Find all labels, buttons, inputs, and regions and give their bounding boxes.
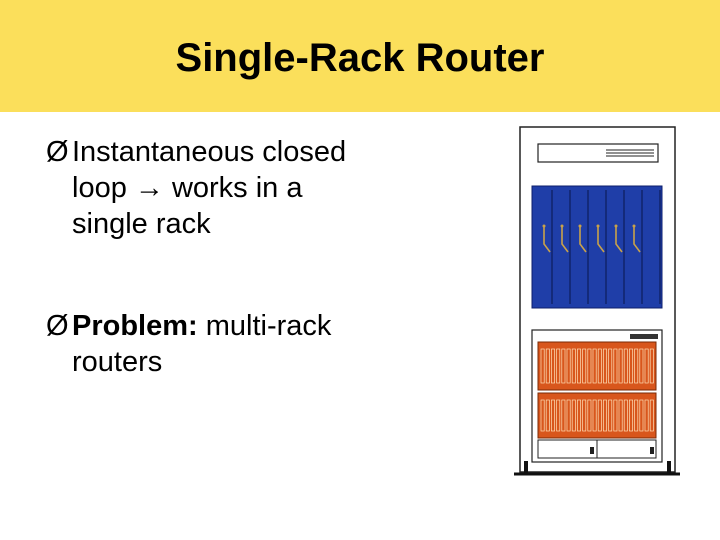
line-card-cable xyxy=(543,226,551,253)
port-module xyxy=(639,399,644,432)
port-module xyxy=(644,399,649,432)
power-switch xyxy=(650,447,654,454)
port-module xyxy=(597,348,602,384)
port-module xyxy=(587,399,592,432)
power-switch xyxy=(590,447,594,454)
port-module xyxy=(618,348,623,384)
port-module xyxy=(608,348,613,384)
line-card-chassis xyxy=(531,185,663,309)
line-card-led xyxy=(614,224,618,228)
rack-top-panel xyxy=(537,143,659,163)
port-module xyxy=(545,348,550,384)
line-card-led xyxy=(632,224,636,228)
bullet-line: loop → works in a xyxy=(72,172,303,204)
bullet-line: single rack xyxy=(72,208,211,240)
line-card-led xyxy=(542,224,546,228)
bullet-text: Instantaneous closed loop → works in a s… xyxy=(72,134,346,242)
port-module xyxy=(618,399,623,432)
port-module xyxy=(634,399,639,432)
port-panel-upper xyxy=(537,341,657,391)
bullet-line: Instantaneous closed xyxy=(72,136,347,168)
line-card-cable xyxy=(633,226,641,253)
bullet-line: routers xyxy=(72,346,163,378)
line-card-led xyxy=(596,224,600,228)
line-card-led xyxy=(560,224,564,228)
bullet-text: Problem: multi-rack routers xyxy=(72,308,331,380)
bullet-arrow-icon: Ø xyxy=(46,136,69,168)
port-chassis-handle xyxy=(630,334,658,339)
rack-foot-right xyxy=(667,461,671,473)
port-module xyxy=(577,399,581,432)
port-module xyxy=(551,399,555,432)
port-module xyxy=(623,399,628,432)
slide-title: Single-Rack Router xyxy=(175,36,545,80)
port-module xyxy=(592,348,597,384)
bullet-line-rest: multi-rack xyxy=(197,310,332,342)
bullet-line: Problem: multi-rack xyxy=(72,308,331,344)
port-module xyxy=(571,348,576,384)
port-module xyxy=(551,348,555,384)
port-module xyxy=(649,399,654,432)
bullet-arrow-icon: Ø xyxy=(46,310,69,342)
port-modules xyxy=(540,348,654,432)
port-module xyxy=(566,399,571,432)
port-module xyxy=(571,399,576,432)
port-module xyxy=(644,348,649,384)
port-panel-lower xyxy=(537,392,657,439)
port-module xyxy=(582,348,587,384)
port-module xyxy=(639,348,644,384)
port-module xyxy=(582,399,587,432)
router-rack-illustration xyxy=(514,126,680,476)
port-module xyxy=(592,399,597,432)
port-module xyxy=(561,348,566,384)
port-module xyxy=(603,348,607,384)
port-module xyxy=(629,348,633,384)
line-card-slots xyxy=(542,190,661,304)
port-module xyxy=(629,399,633,432)
line-card-led xyxy=(578,224,582,228)
line-card-cable xyxy=(579,226,587,253)
port-module xyxy=(577,348,581,384)
title-band xyxy=(0,0,720,112)
bullet-bold-prefix: Problem: xyxy=(72,310,198,342)
port-module xyxy=(540,399,545,432)
port-module xyxy=(634,348,639,384)
port-module xyxy=(545,399,550,432)
line-card-cable xyxy=(597,226,605,253)
port-module xyxy=(556,348,561,384)
port-module xyxy=(649,348,654,384)
port-module xyxy=(566,348,571,384)
port-module xyxy=(613,348,618,384)
port-module xyxy=(556,399,561,432)
port-module xyxy=(608,399,613,432)
port-module xyxy=(603,399,607,432)
port-module xyxy=(623,348,628,384)
port-module xyxy=(597,399,602,432)
port-module xyxy=(587,348,592,384)
line-card-cable xyxy=(561,226,569,253)
line-card-cable xyxy=(615,226,623,253)
rack-foot-left xyxy=(524,461,528,473)
port-module xyxy=(613,399,618,432)
port-module xyxy=(540,348,545,384)
port-module xyxy=(561,399,566,432)
